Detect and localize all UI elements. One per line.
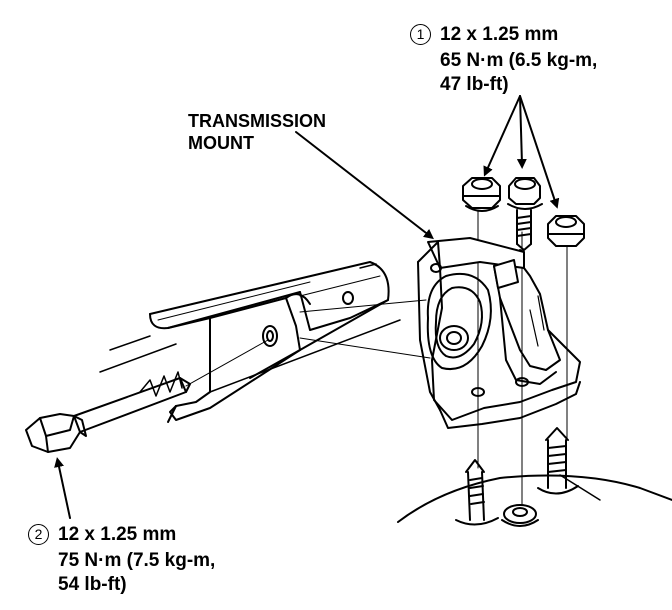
- callout-1-number: 1: [410, 24, 431, 45]
- callout-2-torque-line2: 54 lb-ft): [58, 574, 127, 595]
- callout-1-torque-line2: 47 lb-ft): [440, 74, 509, 95]
- explode-lines: [185, 299, 431, 387]
- through-bolt: [25, 371, 191, 453]
- callout-2-size: 2 12 x 1.25 mm: [28, 524, 176, 546]
- callout-1-leaders: [483, 95, 560, 209]
- top-nut-right: [547, 215, 585, 247]
- mount-label-line2: MOUNT: [188, 133, 254, 153]
- callout-1-size-text: 12 x 1.25 mm: [440, 24, 559, 45]
- callout-1-torque-line1: 65 N·m (6.5 kg-m,: [440, 50, 598, 71]
- stud-left: [455, 459, 499, 526]
- mount-leader: [295, 131, 434, 240]
- callout-2-torque-line1: 75 N·m (7.5 kg-m,: [58, 550, 216, 571]
- transmission-mount: [417, 237, 581, 429]
- callout-1-size: 1 12 x 1.25 mm: [410, 24, 558, 46]
- stud-center: [501, 504, 539, 527]
- callout-2-leader: [54, 457, 71, 519]
- mount-label-line1: TRANSMISSION: [188, 111, 327, 131]
- background-lines: [99, 263, 401, 393]
- callout-2-size-text: 12 x 1.25 mm: [58, 524, 177, 545]
- top-bolt-center: [507, 177, 543, 251]
- stud-right: [537, 427, 579, 495]
- top-nut-left: [462, 177, 501, 212]
- callout-2-number: 2: [28, 524, 49, 545]
- transmission-bracket-arm: [149, 261, 390, 423]
- mounting-studs: [455, 427, 579, 527]
